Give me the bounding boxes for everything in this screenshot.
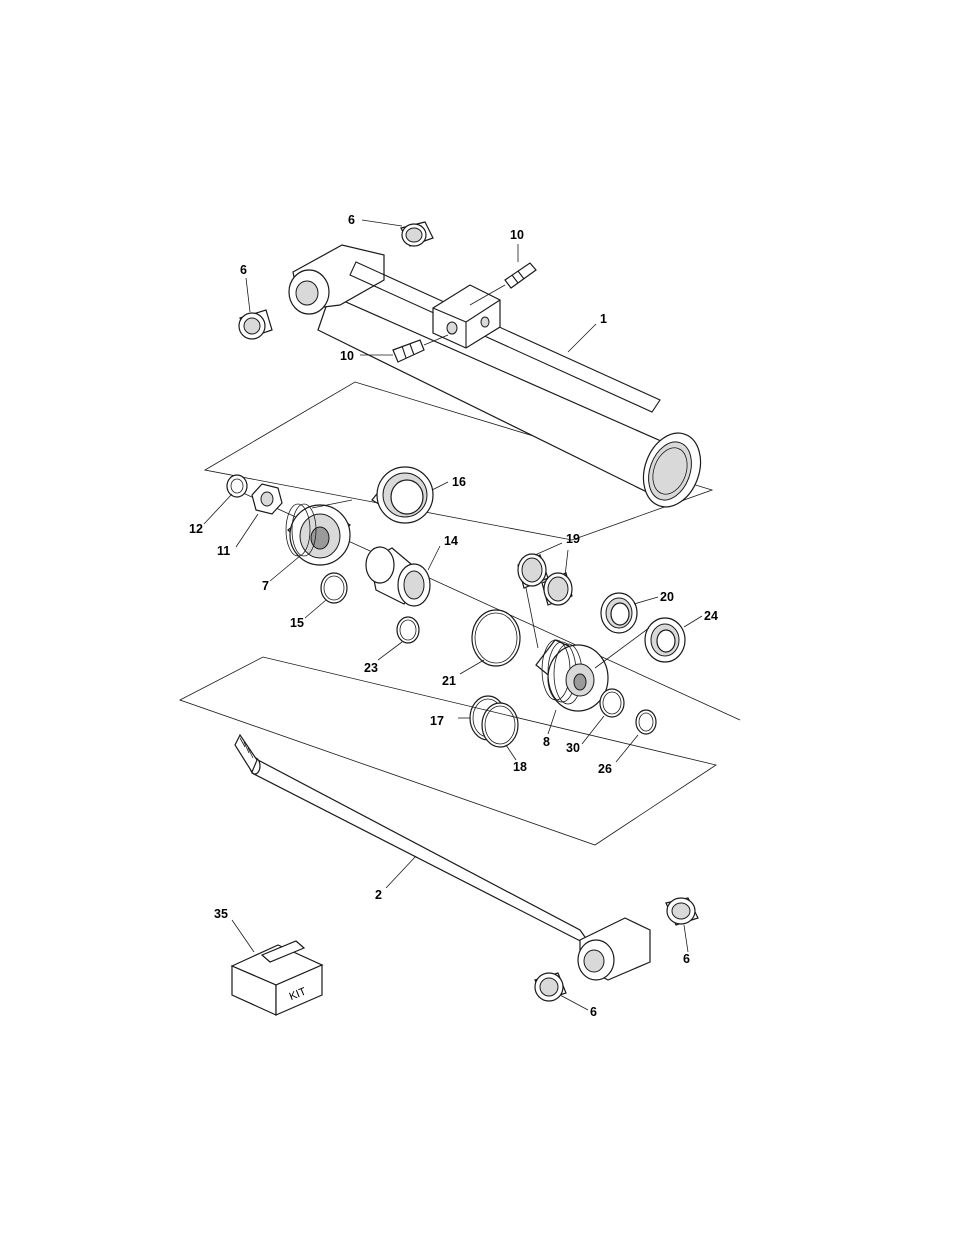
- leader-lines: [203, 219, 703, 1011]
- kit-box: KIT: [230, 940, 324, 1016]
- cylinder-barrel: [203, 244, 714, 541]
- bushing-bottom-right: [665, 897, 699, 926]
- bushing-top-left: [238, 309, 273, 340]
- callout-24: 24: [704, 609, 718, 623]
- callout-6-bottom-left: 6: [590, 1005, 597, 1019]
- callout-8: 8: [543, 735, 550, 749]
- cylinder-rod: [178, 656, 717, 981]
- callout-7: 7: [262, 579, 269, 593]
- callout-16: 16: [452, 475, 466, 489]
- callout-2: 2: [375, 888, 382, 902]
- callout-18: 18: [513, 760, 527, 774]
- callout-12: 12: [189, 522, 203, 536]
- callout-30: 30: [566, 741, 580, 755]
- callout-14: 14: [444, 534, 458, 548]
- callout-6-bottom-right: 6: [683, 952, 690, 966]
- callout-17: 17: [430, 714, 444, 728]
- bushing-bottom-left: [534, 972, 567, 1002]
- callout-35: 35: [214, 907, 228, 921]
- callout-23: 23: [364, 661, 378, 675]
- callout-1: 1: [600, 312, 607, 326]
- fitting-upper: [469, 262, 537, 306]
- callouts: 6 6 10 10 1 16 12 11 7 14 19 20 24 15 23…: [189, 213, 718, 1019]
- piston-head-group: [226, 466, 741, 748]
- callout-21: 21: [442, 674, 456, 688]
- callout-10-upper: 10: [510, 228, 524, 242]
- bushing-top-right: [400, 221, 434, 247]
- callout-10-lower: 10: [340, 349, 354, 363]
- callout-6-top-left: 6: [240, 263, 247, 277]
- callout-19: 19: [566, 532, 580, 546]
- callout-26: 26: [598, 762, 612, 776]
- callout-6-top-right: 6: [348, 213, 355, 227]
- fitting-lower: [392, 334, 449, 363]
- callout-20: 20: [660, 590, 674, 604]
- callout-15: 15: [290, 616, 304, 630]
- callout-11: 11: [217, 544, 230, 558]
